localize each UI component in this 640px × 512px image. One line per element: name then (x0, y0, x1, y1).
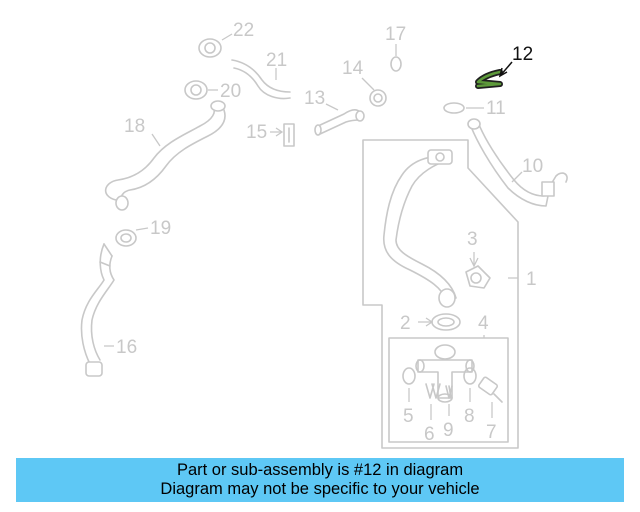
part-12-clip (475, 61, 513, 89)
callout-8: 8 (464, 406, 475, 427)
callout-16: 16 (116, 337, 137, 358)
callout-18: 18 (124, 116, 145, 137)
part-1-hose (383, 149, 457, 308)
callout-17: 17 (385, 24, 406, 45)
part-7-sensor (477, 376, 503, 403)
callout-9: 9 (443, 420, 454, 441)
banner-line-1: Part or sub-assembly is #12 in diagram (176, 461, 464, 479)
callout-21: 21 (266, 50, 287, 71)
assembly-4-box (388, 337, 509, 443)
part-9-clip (445, 385, 453, 399)
part-4-fitting (415, 344, 475, 403)
part-22-clamp (198, 33, 233, 58)
part-11-oring (443, 102, 484, 114)
part-15-bracket (270, 123, 295, 147)
part-18-hose (104, 100, 226, 211)
callout-10: 10 (522, 156, 543, 177)
part-19-clamp (115, 227, 149, 247)
part-20-clamp (184, 80, 218, 100)
callout-14: 14 (342, 58, 364, 79)
assembly-1-housing (362, 139, 519, 449)
part-21-hose (231, 59, 291, 100)
part-8-oring (463, 367, 477, 385)
callout-2: 2 (400, 313, 411, 334)
callout-1: 1 (526, 269, 537, 290)
part-3-clamp (465, 252, 491, 289)
part-14-clamp (361, 77, 387, 107)
part-13-hose (314, 103, 365, 136)
banner-line-2: Diagram may not be specific to your vehi… (160, 480, 480, 498)
callout-19: 19 (150, 218, 171, 239)
callout-11: 11 (486, 98, 506, 119)
part-6-clip (425, 383, 441, 399)
small-part-leaders (408, 277, 518, 420)
callout-6: 6 (424, 424, 435, 445)
part-2-clamp (418, 313, 461, 331)
part-17-oring (390, 44, 402, 72)
callout-12: 12 (512, 44, 533, 65)
part-5-oring (402, 367, 416, 385)
part-16-pipe (80, 243, 115, 377)
callout-20: 20 (220, 81, 241, 102)
callout-3: 3 (467, 229, 478, 250)
callout-5: 5 (403, 406, 414, 427)
callout-15: 15 (246, 122, 267, 143)
info-banner: Part or sub-assembly is #12 in diagram D… (16, 458, 624, 502)
part-10-pipe (467, 118, 568, 207)
callout-13: 13 (304, 88, 325, 109)
callout-22: 22 (233, 20, 254, 41)
callout-7: 7 (486, 422, 497, 443)
callout-4: 4 (478, 313, 489, 334)
